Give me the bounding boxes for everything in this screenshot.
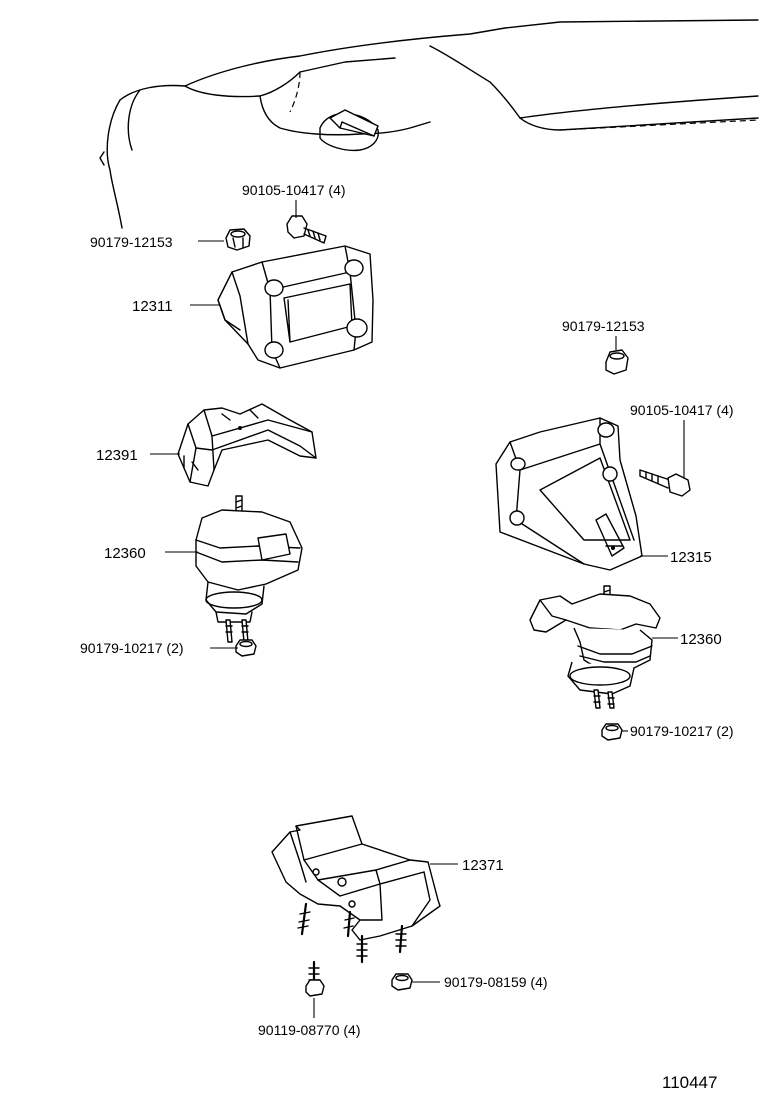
callout-12315: 12315 bbox=[670, 549, 712, 566]
bracket-12311 bbox=[217, 245, 374, 369]
bolt-90119-08770 bbox=[305, 960, 325, 997]
callout-90105-10417-upper: 90105-10417 (4) bbox=[242, 182, 346, 198]
engine-block-outline bbox=[99, 19, 759, 229]
callout-90179-08159: 90179-08159 (4) bbox=[444, 974, 548, 990]
nut-90179-12153-left bbox=[225, 228, 251, 251]
nut-90179-10217-right bbox=[601, 723, 623, 741]
nut-90179-08159 bbox=[391, 973, 413, 991]
mount-12360-left bbox=[195, 495, 303, 643]
callout-90119-08770: 90119-08770 (4) bbox=[258, 1022, 361, 1038]
callout-labels: 90179-12153 90105-10417 (4) 12311 12391 … bbox=[80, 182, 734, 1038]
callout-90179-12153-right: 90179-12153 bbox=[562, 318, 645, 334]
callout-12311: 12311 bbox=[132, 298, 173, 315]
callout-90105-10417-right: 90105-10417 (4) bbox=[630, 402, 734, 418]
callout-12371: 12371 bbox=[462, 857, 504, 874]
bolt-90105-10417-right bbox=[639, 469, 691, 497]
bolt-90105-10417-upper bbox=[286, 215, 327, 244]
nut-90179-10217-left bbox=[235, 639, 257, 657]
callout-12360-left: 12360 bbox=[104, 545, 146, 562]
leader-lines bbox=[150, 200, 685, 1018]
mount-12371 bbox=[271, 815, 441, 964]
callout-12360-right: 12360 bbox=[680, 631, 722, 648]
callout-90179-12153-left: 90179-12153 bbox=[90, 234, 173, 250]
mount-12360-right bbox=[529, 585, 661, 709]
nut-90179-12153-right bbox=[605, 349, 629, 375]
insulator-12391 bbox=[177, 403, 317, 487]
bracket-12315 bbox=[495, 417, 643, 571]
callout-90179-10217-left: 90179-10217 (2) bbox=[80, 640, 184, 656]
callout-90179-10217-right: 90179-10217 (2) bbox=[630, 723, 734, 739]
figure-id: 110447 bbox=[662, 1073, 717, 1092]
callout-12391: 12391 bbox=[96, 447, 138, 464]
